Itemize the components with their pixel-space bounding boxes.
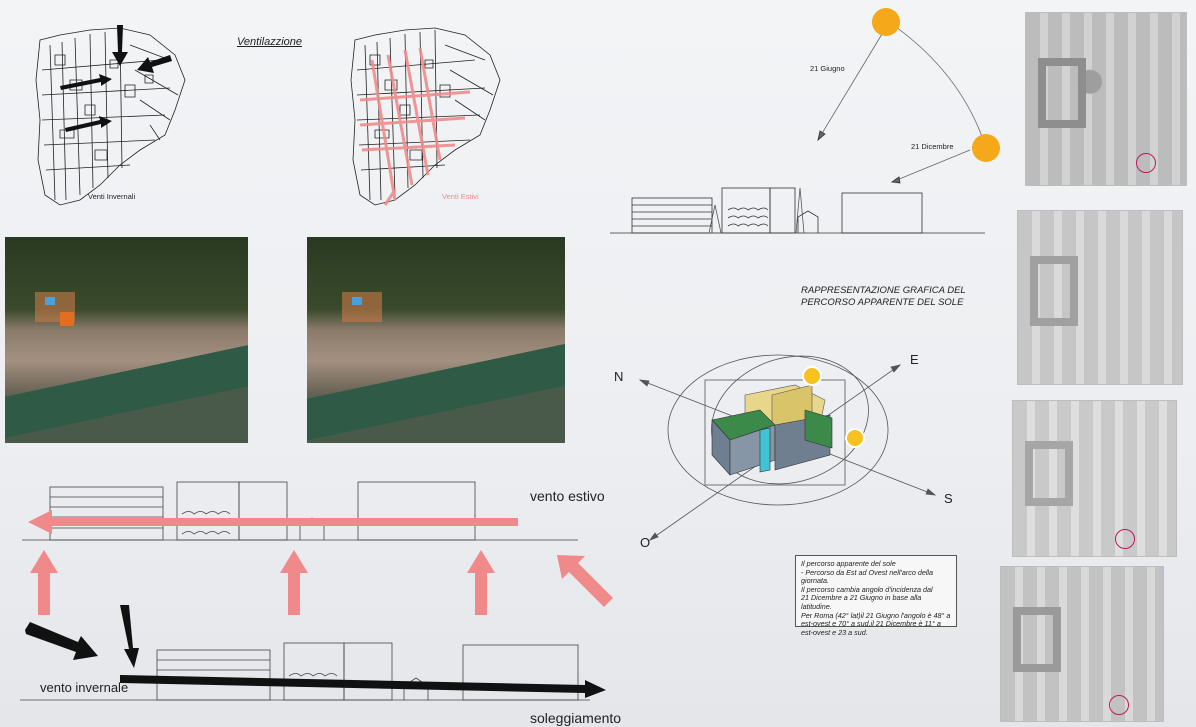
compass-west: O (640, 535, 651, 550)
section-summer (22, 481, 578, 541)
winter-winds-label: Venti Invernali (88, 192, 136, 201)
note-line-2: - Percorso da Est ad Ovest nell'arco del… (801, 567, 934, 586)
note-line-4: 21 Dicembre a 21 Giugno in base alla lat… (801, 593, 922, 611)
summer-wind-map (350, 27, 501, 206)
sun-path-note: Il percorso apparente del sole - Percors… (795, 555, 957, 636)
note-line-5: Per Roma (42° lat)il 21 Giugno l'angolo … (801, 610, 951, 620)
note-line-6: est-ovest e 70° a sud,il 21 Dicembre è 1… (801, 619, 941, 629)
aerial-photo-right (307, 237, 565, 443)
aerial-photo-left (5, 237, 248, 443)
summer-wind-arrows-vertical (30, 550, 613, 615)
sun-path-title-line1: RAPPRESENTAZIONE GRAFICA DEL (801, 285, 966, 296)
shadow-study-panel-2 (1017, 210, 1183, 385)
shadow-study-panel-4 (1000, 566, 1164, 722)
ventilation-title: Ventilazzione (237, 36, 303, 48)
summer-wind-paths (359, 47, 471, 206)
sunlight-label: soleggiamento (530, 710, 622, 726)
compass-east: E (910, 352, 919, 367)
sun-path-elevation (610, 19, 986, 234)
sun-december (972, 134, 1000, 162)
summer-winds-label: Venti Estivi (442, 192, 479, 201)
sun-morning (802, 366, 822, 386)
summer-wind-arrow-horizontal (28, 510, 518, 534)
shadow-study-panel-3 (1012, 400, 1177, 557)
sun-path-title-line2: PERCORSO APPARENTE DEL SOLE (801, 297, 964, 308)
winter-wind-arrows-section (25, 605, 139, 668)
shadow-study-panel-1 (1025, 12, 1187, 186)
winter-wind-arrows (60, 25, 172, 132)
note-line-1: Il percorso apparente del sole (801, 559, 896, 568)
sun-june (872, 8, 900, 36)
summer-wind-label: vento estivo (530, 488, 605, 504)
winter-wind-map (35, 27, 186, 206)
note-line-7: est-ovest e 23 a sud. (801, 627, 868, 637)
note-line-3: Il percorso cambia angolo d'incidenza da… (801, 584, 933, 594)
winter-wind-label: vento invernale (40, 680, 129, 695)
building-model (711, 384, 833, 476)
compass-north: N (614, 369, 624, 384)
sunlight-arrow (120, 675, 606, 698)
december-label: 21 Dicembre (911, 142, 954, 151)
june-label: 21 Giugno (810, 64, 845, 73)
sun-afternoon (845, 428, 865, 448)
compass-south: S (944, 491, 953, 506)
